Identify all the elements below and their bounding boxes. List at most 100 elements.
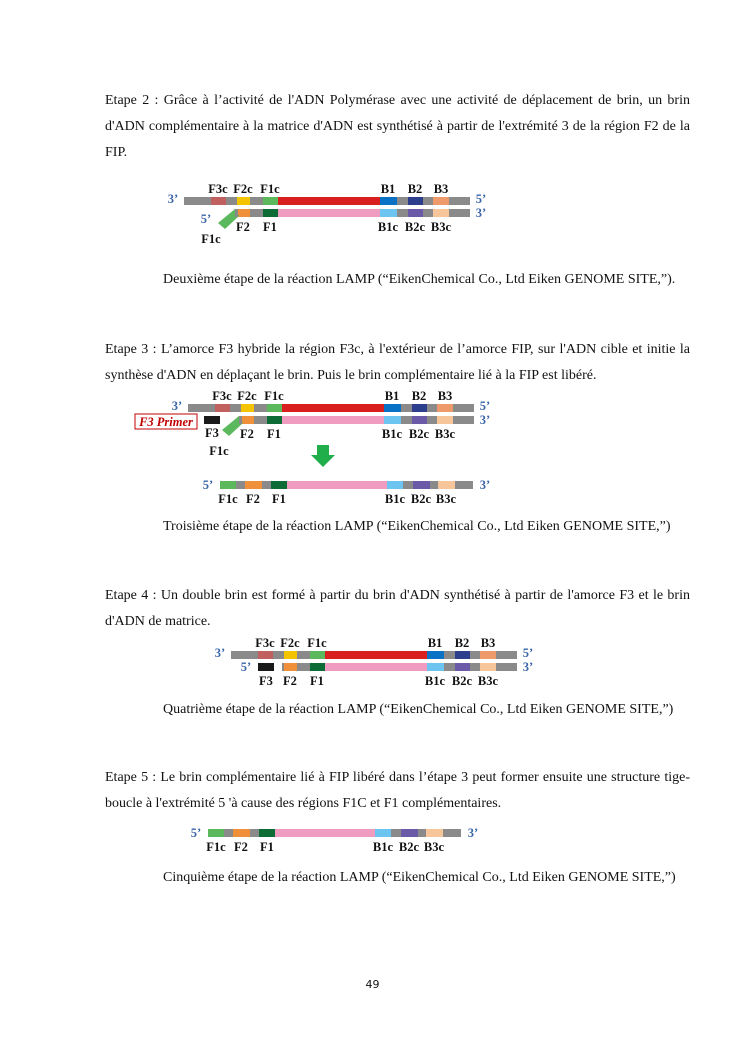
- caption-etape-5: Cinquième étape de la réaction LAMP (“Ei…: [163, 870, 676, 885]
- region-label: B1c: [425, 674, 446, 688]
- five-prime-end: 5’: [203, 478, 213, 492]
- five-prime-end: 5’: [523, 646, 533, 660]
- region-label: F1c: [264, 389, 284, 403]
- region-label: B3: [481, 636, 496, 650]
- region-F1: [267, 416, 282, 424]
- region-label: F1: [272, 492, 286, 506]
- region-pink: [287, 481, 387, 489]
- three-prime-end: 3’: [523, 660, 533, 674]
- region-F2c: [241, 404, 254, 412]
- region-label: F1: [263, 220, 277, 234]
- region-label: B2c: [405, 220, 426, 234]
- caption-etape-4: Quatrième étape de la réaction LAMP (“Ei…: [163, 702, 674, 717]
- region-label: F3c: [208, 182, 228, 196]
- region-label: B1c: [373, 840, 394, 854]
- region-label: F1: [260, 840, 274, 854]
- region-label: F1c: [218, 492, 238, 506]
- region-B1c: [387, 481, 403, 489]
- region-B3: [433, 197, 449, 205]
- three-prime-end: 3’: [168, 192, 178, 206]
- region-label: F2: [236, 220, 250, 234]
- region-label: B2c: [452, 674, 473, 688]
- region-B2c: [408, 209, 423, 217]
- paragraph-etape-4: Etape 4 : Un double brin est formé à par…: [105, 588, 690, 629]
- region-B2c: [401, 829, 418, 837]
- region-B2: [408, 197, 423, 205]
- region-F1: [259, 829, 275, 837]
- f3-primer: [204, 416, 220, 424]
- tail-joint: [239, 416, 242, 424]
- region-label: F1c: [206, 840, 226, 854]
- five-prime-end: 5’: [241, 660, 251, 674]
- region-label: F1c: [260, 182, 280, 196]
- paragraph-etape-3: Etape 3 : L’amorce F3 hybride la région …: [105, 342, 690, 383]
- region-B1c: [380, 209, 397, 217]
- region-B3c: [433, 209, 449, 217]
- region-F1c: [208, 829, 224, 837]
- region-label: F2c: [233, 182, 253, 196]
- region-label: B3c: [435, 427, 456, 441]
- region-B1: [384, 404, 401, 412]
- region-pink: [278, 209, 380, 217]
- region-label: F1: [267, 427, 281, 441]
- region-label: B1: [428, 636, 443, 650]
- region-label: B3: [434, 182, 449, 196]
- region-label: B2c: [399, 840, 420, 854]
- region-F2: [233, 829, 250, 837]
- region-B3c: [438, 481, 455, 489]
- paragraph-etape-2: Etape 2 : Grâce à l’activité de l'ADN Po…: [105, 93, 690, 160]
- region-pink: [325, 663, 427, 671]
- region-B2c: [413, 481, 430, 489]
- region-B3: [437, 404, 453, 412]
- region-label: F2: [283, 674, 297, 688]
- f3-primer-box: [134, 413, 198, 430]
- three-prime-end: 3’: [172, 399, 182, 413]
- region-F1c: [263, 197, 278, 205]
- region-label: F3c: [255, 636, 275, 650]
- region-F2: [241, 416, 254, 424]
- region-label: B3c: [436, 492, 457, 506]
- region-red: [278, 197, 380, 205]
- region-F2: [245, 481, 262, 489]
- region-B1c: [384, 416, 401, 424]
- region-label: F2c: [237, 389, 257, 403]
- tail-joint: [235, 209, 238, 217]
- region-F1: [263, 209, 278, 217]
- region-B2: [412, 404, 427, 412]
- tail-label: F1c: [209, 444, 229, 458]
- paragraph-etape-5: Etape 5 : Le brin complémentaire lié à F…: [105, 770, 690, 811]
- region-label: B3c: [478, 674, 499, 688]
- f1c-tail: [218, 209, 239, 229]
- region-label: B1: [381, 182, 396, 196]
- region-label: B2c: [409, 427, 430, 441]
- region-F1: [310, 663, 325, 671]
- region-B3: [480, 651, 496, 659]
- region-B3c: [437, 416, 453, 424]
- three-prime-end: 3’: [480, 478, 490, 492]
- region-B2: [455, 651, 470, 659]
- region-B1c: [427, 663, 444, 671]
- region-label: F2: [234, 840, 248, 854]
- five-prime-end: 5’: [480, 399, 490, 413]
- f3-primer: [258, 663, 274, 671]
- region-label: F2: [246, 492, 260, 506]
- region-label: B2c: [411, 492, 432, 506]
- f3-label: F3: [259, 674, 273, 688]
- region-F2: [284, 663, 297, 671]
- region-label: B2: [455, 636, 470, 650]
- region-F2: [237, 209, 250, 217]
- caption-etape-3: Troisième étape de la réaction LAMP (“Ei…: [163, 519, 671, 534]
- three-prime-end: 3’: [476, 206, 486, 220]
- three-prime-end: 3’: [468, 826, 478, 840]
- region-F2c: [237, 197, 250, 205]
- f3-label: F3: [205, 426, 219, 440]
- five-prime-end: 5’: [191, 826, 201, 840]
- region-F3c: [258, 651, 273, 659]
- region-label: B3: [438, 389, 453, 403]
- region-B3c: [426, 829, 443, 837]
- region-label: B3c: [424, 840, 445, 854]
- three-prime-end: 3’: [215, 646, 225, 660]
- f1c-tail: [222, 416, 243, 436]
